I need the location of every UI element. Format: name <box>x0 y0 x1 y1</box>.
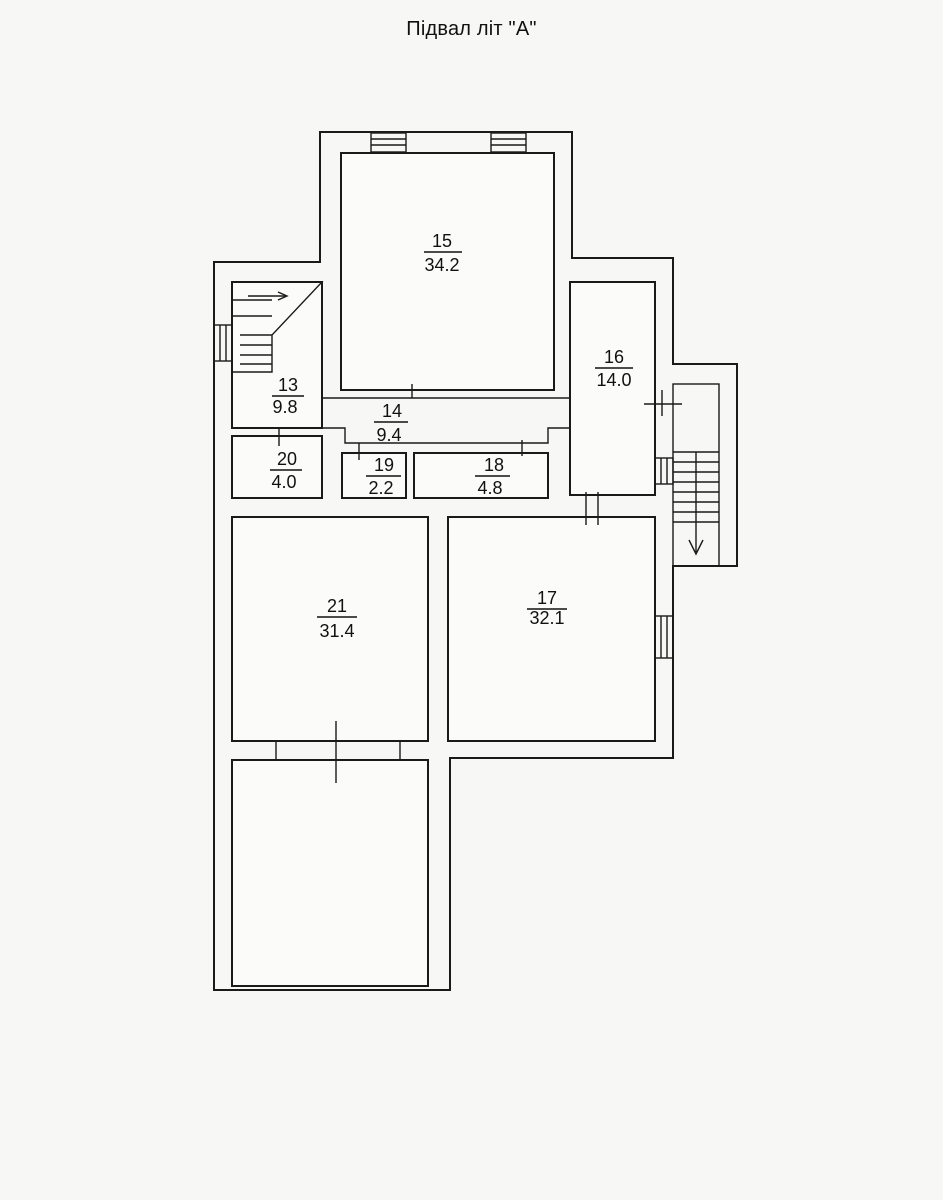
room-13-area: 9.8 <box>272 397 297 417</box>
window-top-left <box>370 132 407 153</box>
room-16 <box>569 281 656 496</box>
label-room-15: 15 34.2 <box>424 231 462 275</box>
room-19-number: 19 <box>374 455 394 475</box>
stairs-interior <box>232 281 324 373</box>
room-15-number: 15 <box>432 231 452 251</box>
room-13-number: 13 <box>278 375 298 395</box>
room-17-area: 32.1 <box>529 608 564 628</box>
label-room-17: 17 32.1 <box>527 588 567 628</box>
room-20 <box>231 435 323 499</box>
room-lower <box>231 759 429 987</box>
room-18-area: 4.8 <box>477 478 502 498</box>
window-top-right <box>490 132 527 153</box>
room-19-area: 2.2 <box>368 478 393 498</box>
room-16-area: 14.0 <box>596 370 631 390</box>
room-21-area: 31.4 <box>319 621 354 641</box>
room-20-number: 20 <box>277 449 297 469</box>
room-14-number: 14 <box>382 401 402 421</box>
room-15 <box>340 152 555 391</box>
label-room-16: 16 14.0 <box>595 347 633 390</box>
label-room-19: 19 2.2 <box>366 455 401 498</box>
room-16-number: 16 <box>604 347 624 367</box>
room-17-number: 17 <box>537 588 557 608</box>
room-18-number: 18 <box>484 455 504 475</box>
room-21-number: 21 <box>327 596 347 616</box>
window-stair <box>654 457 674 485</box>
room-20-area: 4.0 <box>271 472 296 492</box>
door-marks <box>275 384 682 783</box>
room-17 <box>447 516 656 742</box>
stairs-exterior <box>672 383 720 567</box>
room-21 <box>231 516 429 742</box>
window-right <box>654 615 674 659</box>
room-14-area: 9.4 <box>376 425 401 445</box>
label-room-18: 18 4.8 <box>475 455 510 498</box>
label-room-13: 13 9.8 <box>272 375 304 417</box>
label-room-14: 14 9.4 <box>374 401 408 445</box>
label-room-21: 21 31.4 <box>317 596 357 641</box>
room-14 <box>322 397 570 444</box>
room-15-area: 34.2 <box>424 255 459 275</box>
label-room-20: 20 4.0 <box>270 449 302 492</box>
window-left <box>213 324 233 362</box>
plan-title: Підвал літ "А" <box>406 18 537 40</box>
